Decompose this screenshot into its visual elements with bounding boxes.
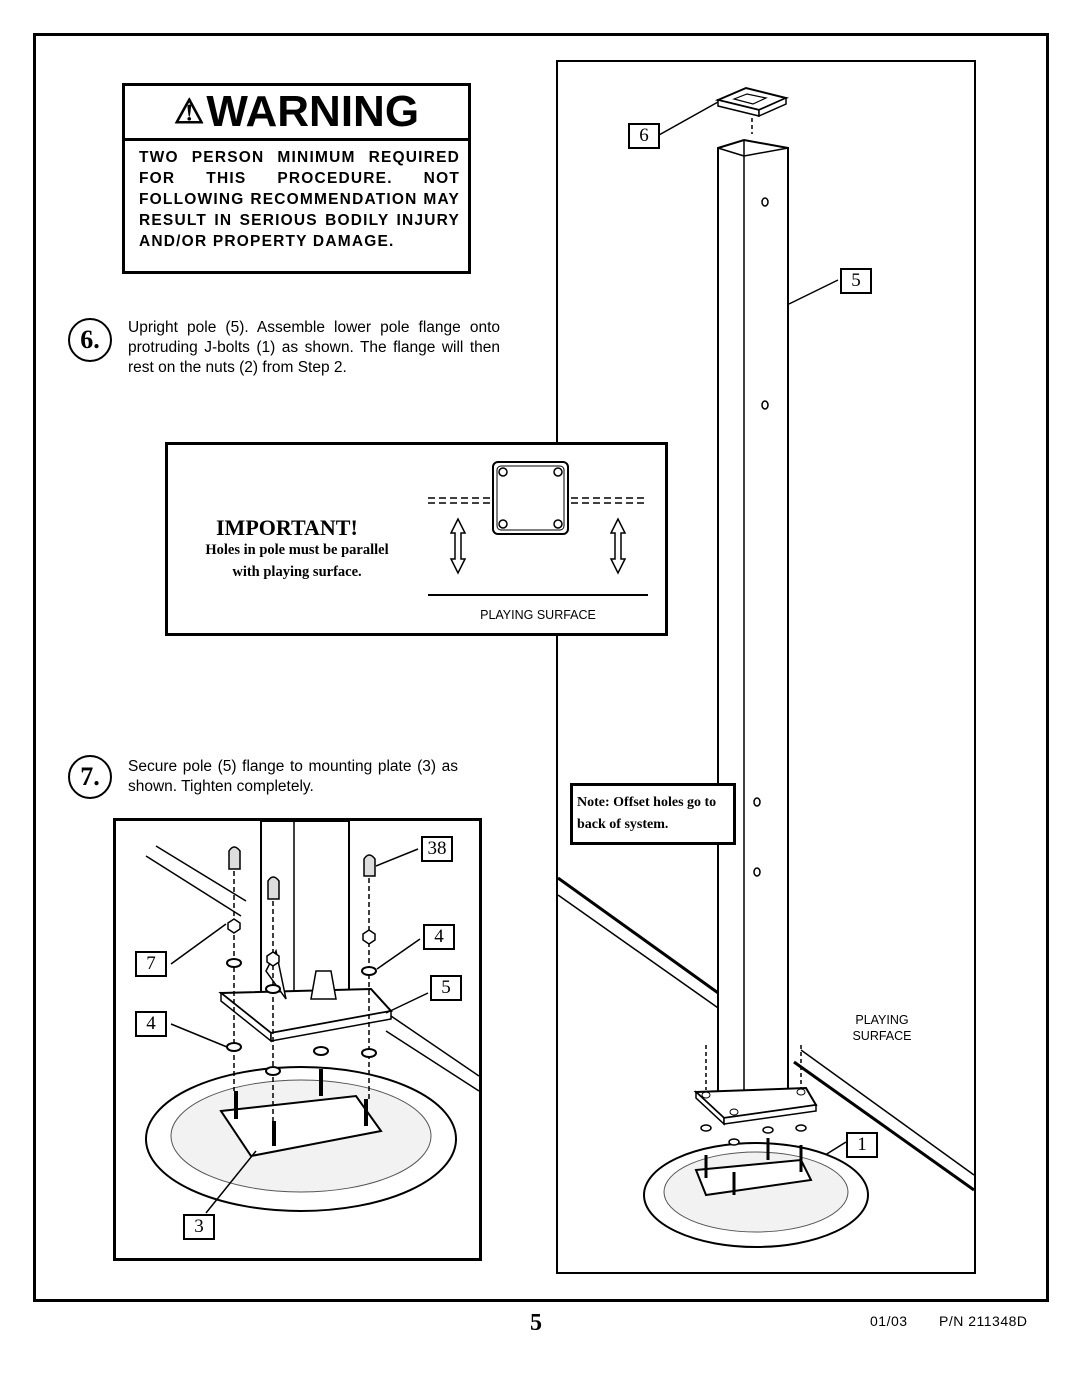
- callout-6: 6: [628, 123, 660, 149]
- important-box: IMPORTANT! Holes in pole must be paralle…: [165, 442, 668, 636]
- right-surface-label-line2: SURFACE: [852, 1029, 912, 1043]
- callout-4-bottom: 4: [135, 1011, 167, 1037]
- important-line1: Holes in pole must be parallel: [205, 542, 389, 558]
- step-6-number: 6.: [68, 318, 112, 362]
- callout-7: 7: [135, 951, 167, 977]
- right-surface-label: PLAYING SURFACE: [850, 1012, 914, 1044]
- pole-illustration: [557, 86, 975, 1248]
- warning-triangle-icon: ⚠: [173, 93, 205, 131]
- detail-box: [113, 818, 482, 1261]
- warning-text: TWO PERSON MINIMUM REQUIRED FOR THIS PRO…: [139, 149, 460, 250]
- footer-part-number: P/N 211348D: [939, 1313, 1028, 1329]
- callout-1: 1: [846, 1132, 878, 1158]
- step-7-number: 7.: [68, 755, 112, 799]
- orientation-diagram: [428, 461, 648, 596]
- right-surface-label-line1: PLAYING: [855, 1013, 909, 1027]
- warning-title: WARNING: [206, 87, 420, 136]
- important-title: IMPORTANT!: [216, 515, 358, 540]
- callout-38: 38: [421, 836, 453, 862]
- callout-3: 3: [183, 1214, 215, 1240]
- footer-date: 01/03: [870, 1313, 908, 1329]
- page-number: 5: [530, 1310, 542, 1336]
- warning-header: ⚠ WARNING: [125, 86, 468, 141]
- flange-detail-illustration: [145, 821, 479, 1214]
- warning-box: ⚠ WARNING TWO PERSON MINIMUM REQUIRED FO…: [122, 83, 471, 274]
- important-text: Holes in pole must be parallel with play…: [182, 539, 412, 583]
- callout-5-left: 5: [430, 975, 462, 1001]
- note-box: Note: Offset holes go to back of system.: [570, 783, 736, 845]
- page-border: [33, 33, 1049, 1302]
- step-7-text: Secure pole (5) flange to mounting plate…: [128, 758, 458, 795]
- callout-4-top: 4: [423, 924, 455, 950]
- important-line2: with playing surface.: [232, 564, 362, 580]
- step-6-text: Upright pole (5). Assemble lower pole fl…: [128, 319, 500, 376]
- right-panel: [556, 60, 976, 1274]
- callout-5-right: 5: [840, 268, 872, 294]
- playing-surface-label: PLAYING SURFACE: [480, 608, 596, 622]
